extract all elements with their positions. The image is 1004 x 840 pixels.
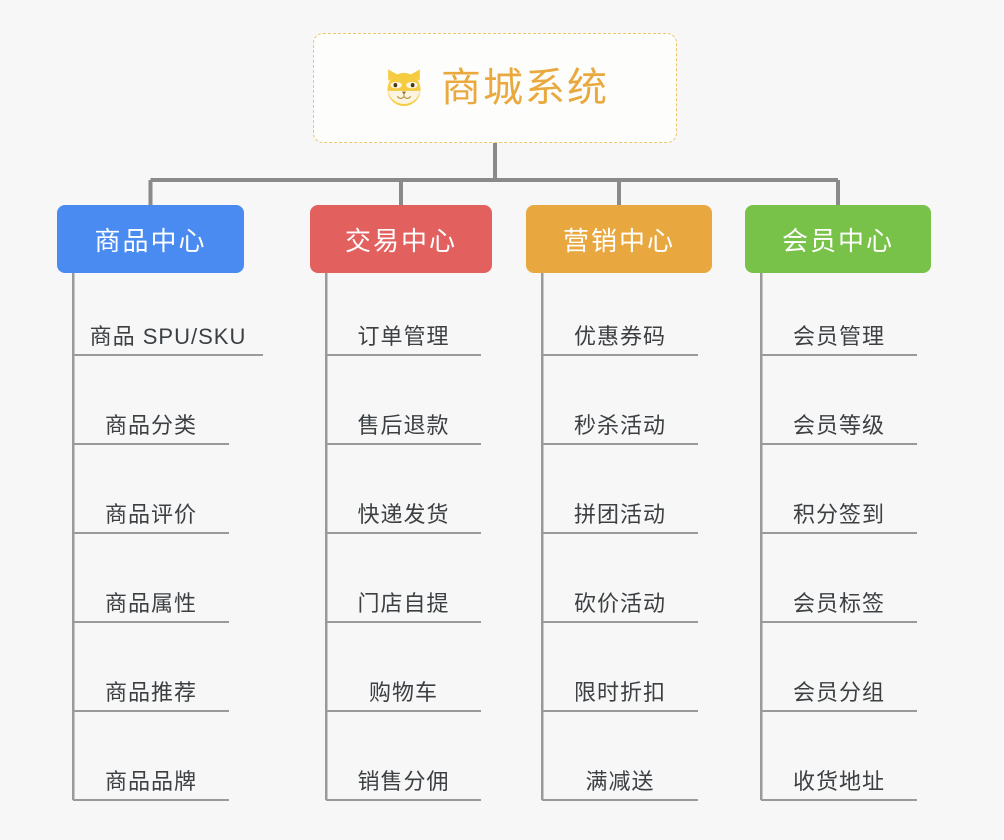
category-box-3[interactable]: 营销中心 bbox=[526, 205, 712, 273]
shiba-inu-dog-face-icon bbox=[387, 69, 421, 106]
category-box-2[interactable]: 交易中心 bbox=[310, 205, 492, 273]
leaf-item[interactable]: 会员分组 bbox=[792, 680, 885, 705]
leaf-item[interactable]: 商品推荐 bbox=[104, 680, 197, 705]
category-box-1[interactable]: 商品中心 bbox=[57, 205, 244, 273]
leaf-item[interactable]: 优惠券码 bbox=[573, 324, 666, 349]
leaf-item[interactable]: 拼团活动 bbox=[573, 502, 666, 527]
root-title: 商城系统 bbox=[441, 66, 609, 110]
leaf-item[interactable]: 快递发货 bbox=[357, 502, 450, 527]
leaf-item[interactable]: 砍价活动 bbox=[573, 591, 666, 616]
leaf-item[interactable]: 商品属性 bbox=[104, 591, 197, 616]
root-node[interactable]: 商城系统 bbox=[313, 33, 677, 143]
category-label: 交易中心 bbox=[344, 225, 457, 256]
leaf-item[interactable]: 满减送 bbox=[585, 769, 655, 794]
leaf-item[interactable]: 商品评价 bbox=[104, 502, 197, 527]
leaf-item[interactable]: 售后退款 bbox=[357, 413, 450, 438]
leaf-item[interactable]: 销售分佣 bbox=[357, 769, 450, 794]
leaf-item[interactable]: 收货地址 bbox=[792, 769, 885, 794]
leaf-item[interactable]: 会员管理 bbox=[792, 324, 885, 349]
leaf-item[interactable]: 商品 SPU/SKU bbox=[89, 324, 247, 349]
leaf-item[interactable]: 限时折扣 bbox=[573, 680, 666, 705]
leaf-item[interactable]: 积分签到 bbox=[792, 502, 885, 527]
leaf-item[interactable]: 门店自提 bbox=[357, 591, 450, 616]
leaf-item[interactable]: 会员标签 bbox=[792, 591, 885, 616]
leaf-item[interactable]: 订单管理 bbox=[357, 324, 450, 349]
leaf-item[interactable]: 商品分类 bbox=[104, 413, 197, 438]
category-box-4[interactable]: 会员中心 bbox=[745, 205, 931, 273]
leaf-item[interactable]: 商品品牌 bbox=[104, 769, 197, 794]
leaf-item[interactable]: 秒杀活动 bbox=[573, 413, 666, 438]
category-label: 商品中心 bbox=[94, 225, 207, 256]
category-label: 营销中心 bbox=[562, 225, 675, 256]
leaf-item[interactable]: 会员等级 bbox=[792, 413, 885, 438]
leaf-item[interactable]: 购物车 bbox=[368, 680, 438, 705]
category-label: 会员中心 bbox=[781, 225, 894, 256]
